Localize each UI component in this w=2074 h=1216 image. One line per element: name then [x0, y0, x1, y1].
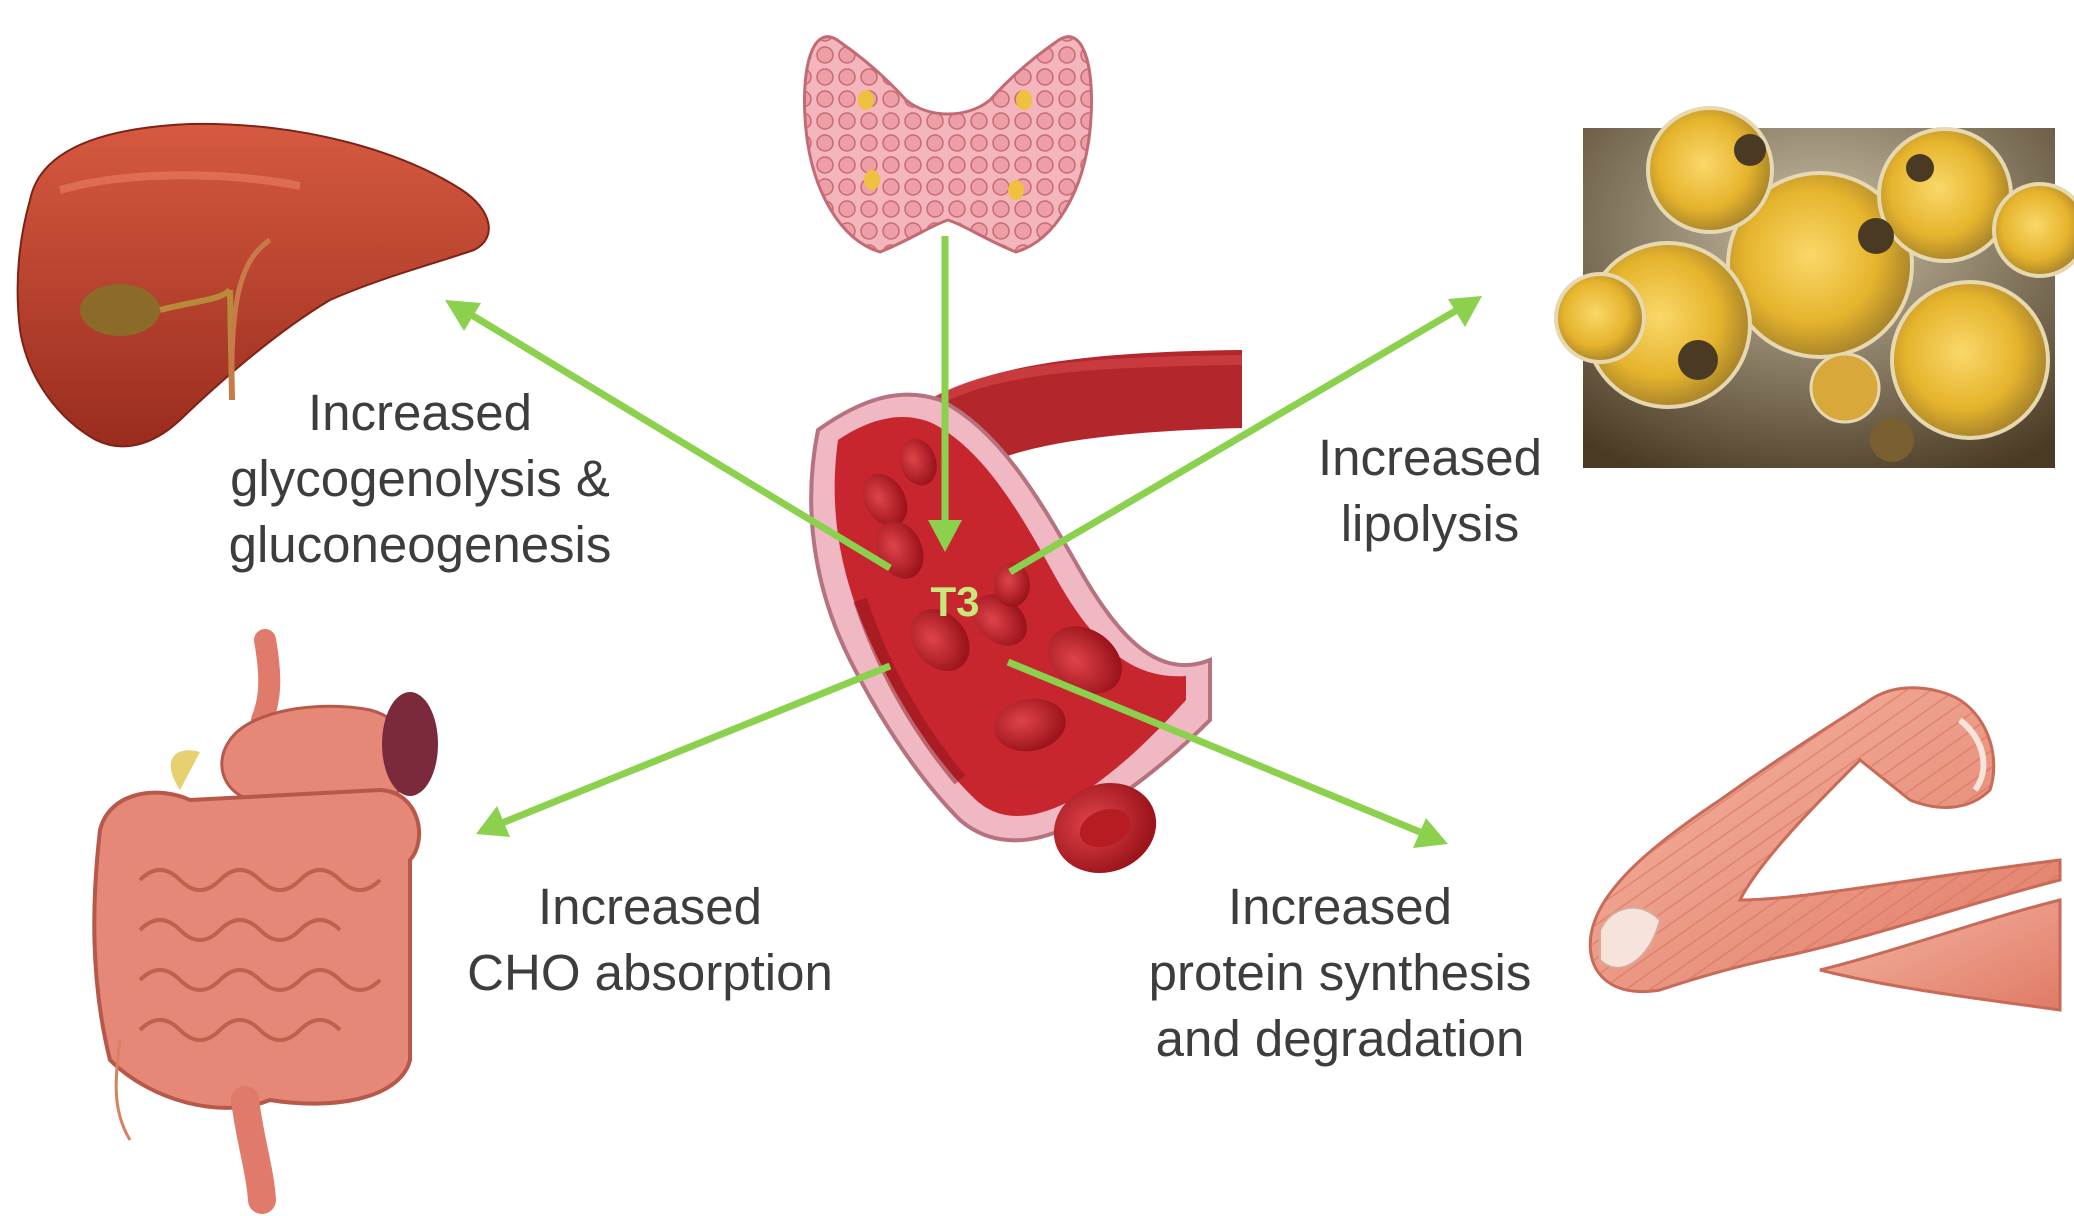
arm-muscle-icon: [1588, 686, 2062, 1012]
fat-effect-line-1: Increased: [1318, 429, 1542, 486]
gut-effect-line-1: Increased: [538, 878, 762, 935]
gut-effect-line-2: CHO absorption: [467, 944, 833, 1001]
liver-effect-line-3: gluconeogenesis: [228, 516, 612, 573]
arrow-to-gut: [476, 662, 892, 837]
arrows: [445, 236, 1482, 848]
liver-effect-line-1: Increased: [308, 384, 532, 441]
fat-cells-icon: [1554, 106, 2074, 468]
arrow-thyroid-to-blood: [928, 236, 962, 552]
t3-hormone-label: T3: [930, 578, 980, 625]
digestive-system-icon: [92, 629, 438, 1214]
liver-effect-line-2: glycogenolysis &: [230, 450, 610, 507]
arrow-to-muscle: [1006, 658, 1448, 848]
muscle-effect-line-1: Increased: [1228, 878, 1452, 935]
arrow-to-fat: [1008, 296, 1482, 576]
fat-effect-line-2: lipolysis: [1340, 495, 1520, 552]
muscle-effect-line-3: and degradation: [1155, 1010, 1525, 1067]
thyroid-gland-icon: [803, 35, 1093, 254]
fat-effect-label: Increased lipolysis: [1280, 425, 1580, 557]
liver-effect-label: Increased glycogenolysis & gluconeogenes…: [170, 380, 670, 578]
liver-icon: [16, 122, 490, 448]
muscle-effect-line-2: protein synthesis: [1148, 944, 1532, 1001]
arrow-to-liver: [445, 300, 892, 571]
gut-effect-label: Increased CHO absorption: [400, 874, 900, 1006]
blood-vessel-icon: [809, 350, 1243, 874]
muscle-effect-label: Increased protein synthesis and degradat…: [1080, 874, 1600, 1072]
